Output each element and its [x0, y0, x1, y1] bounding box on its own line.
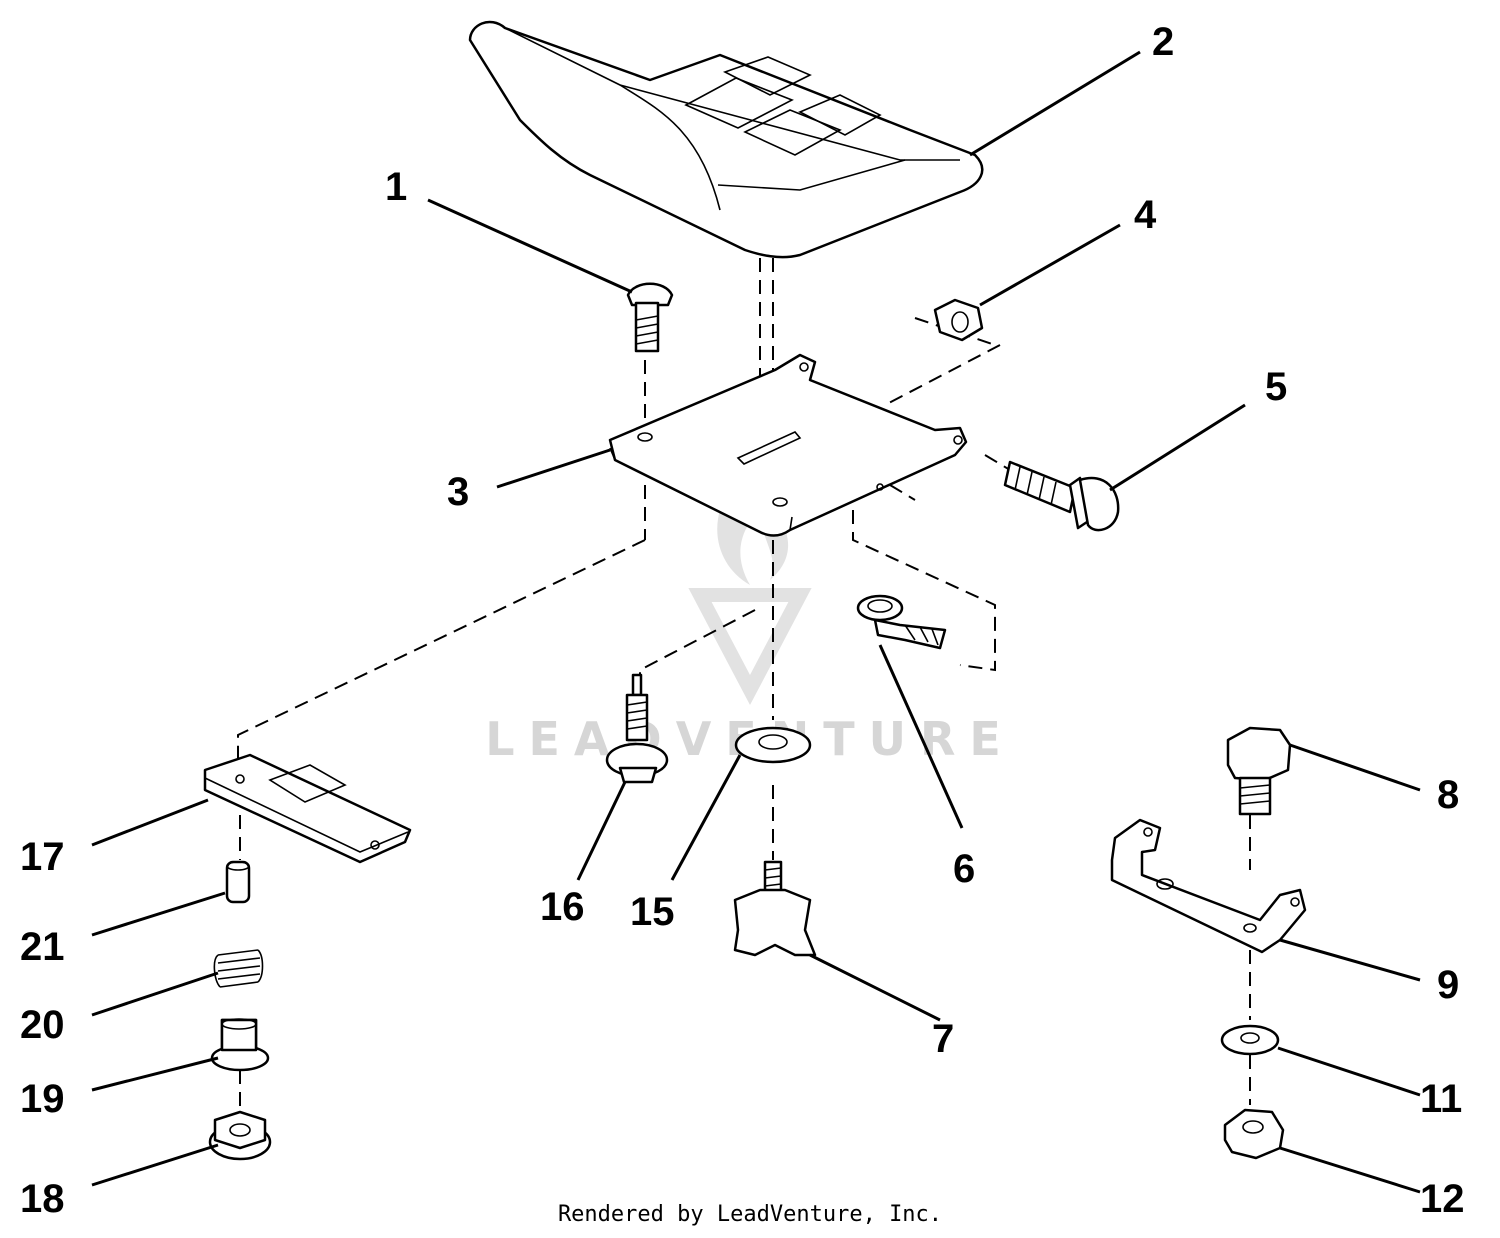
flange-bushing-part [210, 1018, 270, 1072]
spring-part [213, 949, 264, 988]
callout-6: 6 [953, 847, 975, 891]
callout-3: 3 [447, 470, 469, 514]
latch-plate-part [203, 753, 412, 864]
callout-7: 7 [932, 1017, 954, 1061]
callout-12: 12 [1420, 1177, 1465, 1221]
callout-labels: 1 2 3 4 5 6 7 8 9 11 12 15 16 17 18 19 2… [20, 20, 1465, 1221]
hex-bolt-part [1003, 460, 1120, 532]
callout-19: 19 [20, 1077, 65, 1121]
callout-11: 11 [1420, 1077, 1462, 1121]
callout-20: 20 [20, 1003, 65, 1047]
seat-part [468, 20, 984, 259]
hex-nut-part [933, 298, 984, 342]
callout-4: 4 [1134, 193, 1157, 237]
clip-part [856, 594, 947, 650]
carriage-bolt-part [626, 282, 674, 353]
seat-bracket-part [608, 353, 968, 537]
callout-5: 5 [1265, 365, 1287, 409]
washer-part [734, 726, 812, 764]
callout-8: 8 [1437, 773, 1459, 817]
callout-9: 9 [1437, 963, 1459, 1007]
lock-nut-part [1223, 1108, 1285, 1160]
callout-2: 2 [1152, 20, 1174, 64]
mounting-bracket-part [1110, 818, 1307, 954]
shoulder-bolt-part [605, 673, 669, 784]
pin-part [225, 860, 251, 904]
hex-head-bolt-part [1226, 726, 1292, 816]
callout-18: 18 [20, 1177, 65, 1221]
callout-15: 15 [630, 890, 675, 934]
leader-lines [91, 50, 1421, 1194]
callout-16: 16 [540, 885, 585, 929]
flat-washer-part [1220, 1024, 1280, 1056]
assembly-lines [237, 258, 1251, 1110]
flange-nut-part [208, 1110, 272, 1161]
callout-1: 1 [385, 165, 407, 209]
footer-credit: Rendered by LeadVenture, Inc. [557, 1202, 943, 1227]
knob-part [733, 860, 817, 957]
callout-21: 21 [20, 925, 65, 969]
callout-17: 17 [20, 835, 65, 879]
